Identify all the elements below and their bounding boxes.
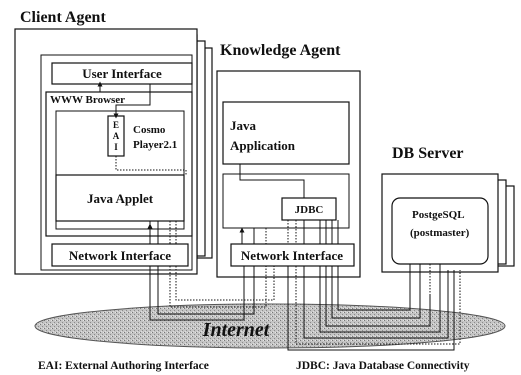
legend-eai: EAI: External Authoring Interface bbox=[38, 360, 209, 372]
client-network-interface-label: Network Interface bbox=[69, 248, 171, 263]
java-application-line1: Java bbox=[230, 118, 257, 133]
java-applet-label: Java Applet bbox=[87, 191, 154, 206]
postgresql-line2: (postmaster) bbox=[410, 227, 470, 239]
jdbc-label: JDBC bbox=[295, 204, 324, 216]
eai-letter-a: A bbox=[113, 131, 120, 141]
knowledge-network-interface-label: Network Interface bbox=[241, 248, 343, 263]
eai-letter-e: E bbox=[113, 120, 119, 130]
eai-letter-i: I bbox=[114, 142, 118, 152]
user-interface-label: User Interface bbox=[82, 66, 162, 81]
internet-label: Internet bbox=[202, 319, 271, 341]
legend: EAI: External Authoring Interface JDBC: … bbox=[38, 360, 470, 372]
internet-cloud: Internet bbox=[34, 303, 506, 349]
knowledge-agent-title: Knowledge Agent bbox=[220, 42, 341, 59]
client-agent: Client Agent User Interface WWW Browser … bbox=[14, 9, 213, 275]
db-internal-connectors bbox=[409, 264, 441, 300]
db-server-title: DB Server bbox=[392, 145, 464, 162]
client-network-interface-box bbox=[51, 243, 189, 267]
postgresql-line1: PostgeSQL bbox=[412, 209, 465, 221]
jdbc-box bbox=[281, 197, 337, 221]
knowledge-agent: Knowledge Agent Java Application JDBC Ne… bbox=[216, 42, 361, 278]
knowledge-internal-connectors bbox=[239, 164, 339, 244]
user-interface-box bbox=[51, 62, 193, 85]
cosmo-player-line2: Player2.1 bbox=[133, 139, 177, 151]
www-browser-label: WWW Browser bbox=[50, 94, 125, 106]
java-application-box bbox=[222, 101, 350, 165]
knowledge-middle-box bbox=[222, 173, 350, 229]
cosmo-player-line1: Cosmo bbox=[133, 124, 166, 136]
knowledge-network-interface-box bbox=[230, 243, 355, 267]
java-application-line2: Application bbox=[230, 138, 296, 153]
client-internal-connectors bbox=[97, 81, 187, 244]
internet-ellipse bbox=[34, 303, 506, 349]
network-connections bbox=[149, 266, 461, 351]
legend-jdbc: JDBC: Java Database Connectivity bbox=[296, 360, 470, 372]
db-server: DB Server PostgeSQL (postmaster) bbox=[381, 145, 515, 300]
client-agent-title: Client Agent bbox=[20, 9, 106, 26]
java-applet-box bbox=[55, 174, 185, 222]
